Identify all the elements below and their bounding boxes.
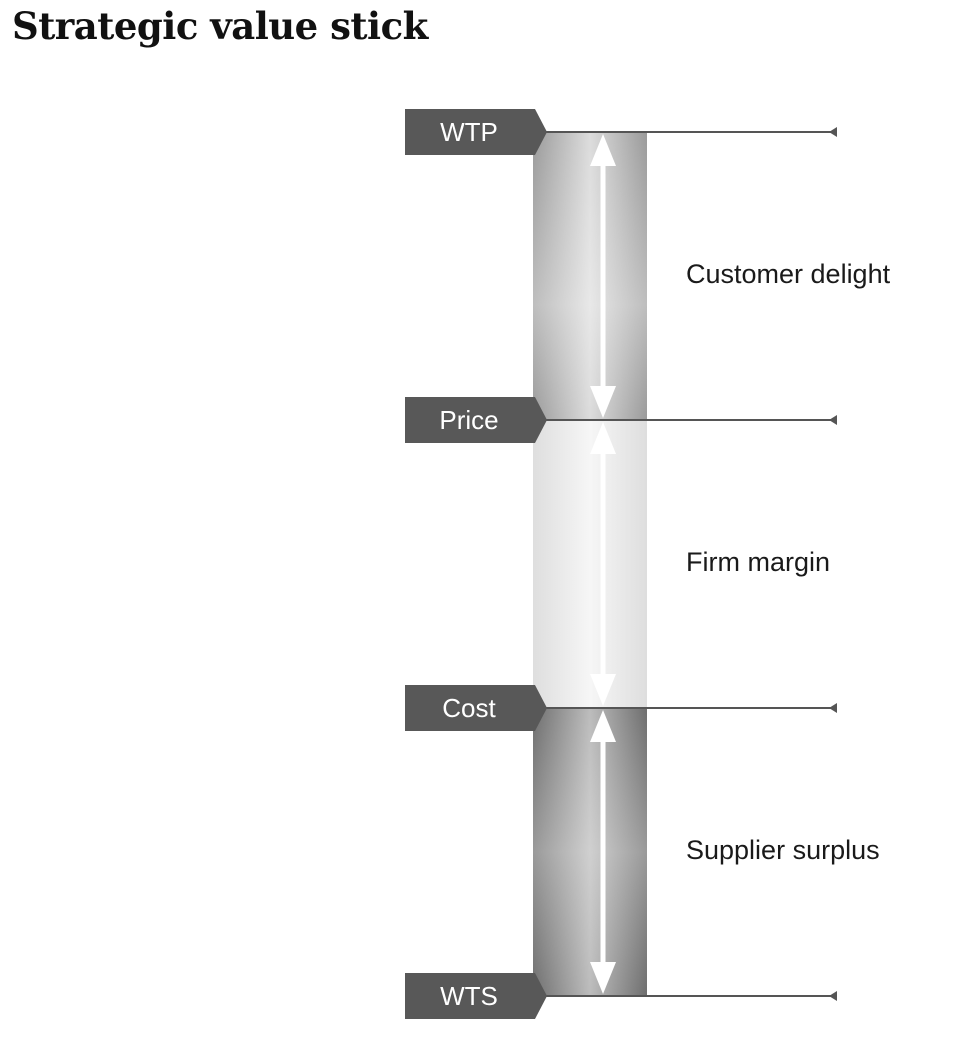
segment-labels: Customer delight Firm margin Supplier su… xyxy=(686,259,891,865)
stick xyxy=(533,132,647,996)
segment-bar-supplier-surplus-sheen xyxy=(533,708,647,996)
range-arrow-supplier-surplus xyxy=(590,710,616,994)
level-tag-price: Price xyxy=(405,397,547,443)
level-line-wtp xyxy=(540,127,837,137)
level-line-price xyxy=(540,415,837,425)
range-arrow-firm-margin xyxy=(590,422,616,706)
level-label-cost: Cost xyxy=(442,693,496,723)
level-line-wts xyxy=(540,991,837,1001)
segment-label-supplier-surplus: Supplier surplus xyxy=(686,835,880,865)
level-tags: WTP Price Cost WTS xyxy=(405,109,547,1019)
level-label-price: Price xyxy=(439,405,498,435)
level-label-wtp: WTP xyxy=(440,117,498,147)
range-arrows xyxy=(590,134,616,994)
page-title: Strategic value stick xyxy=(12,4,428,48)
level-tag-cost: Cost xyxy=(405,685,547,731)
level-tag-wtp: WTP xyxy=(405,109,547,155)
segment-bar-firm-margin xyxy=(533,420,647,708)
segment-label-firm-margin: Firm margin xyxy=(686,547,830,577)
range-arrow-customer-delight xyxy=(590,134,616,418)
level-line-cost xyxy=(540,703,837,713)
level-lines xyxy=(540,127,837,1001)
level-label-wts: WTS xyxy=(440,981,498,1011)
segment-bar-customer-delight-sheen xyxy=(533,132,647,420)
level-tag-wts: WTS xyxy=(405,973,547,1019)
segment-label-customer-delight: Customer delight xyxy=(686,259,891,289)
